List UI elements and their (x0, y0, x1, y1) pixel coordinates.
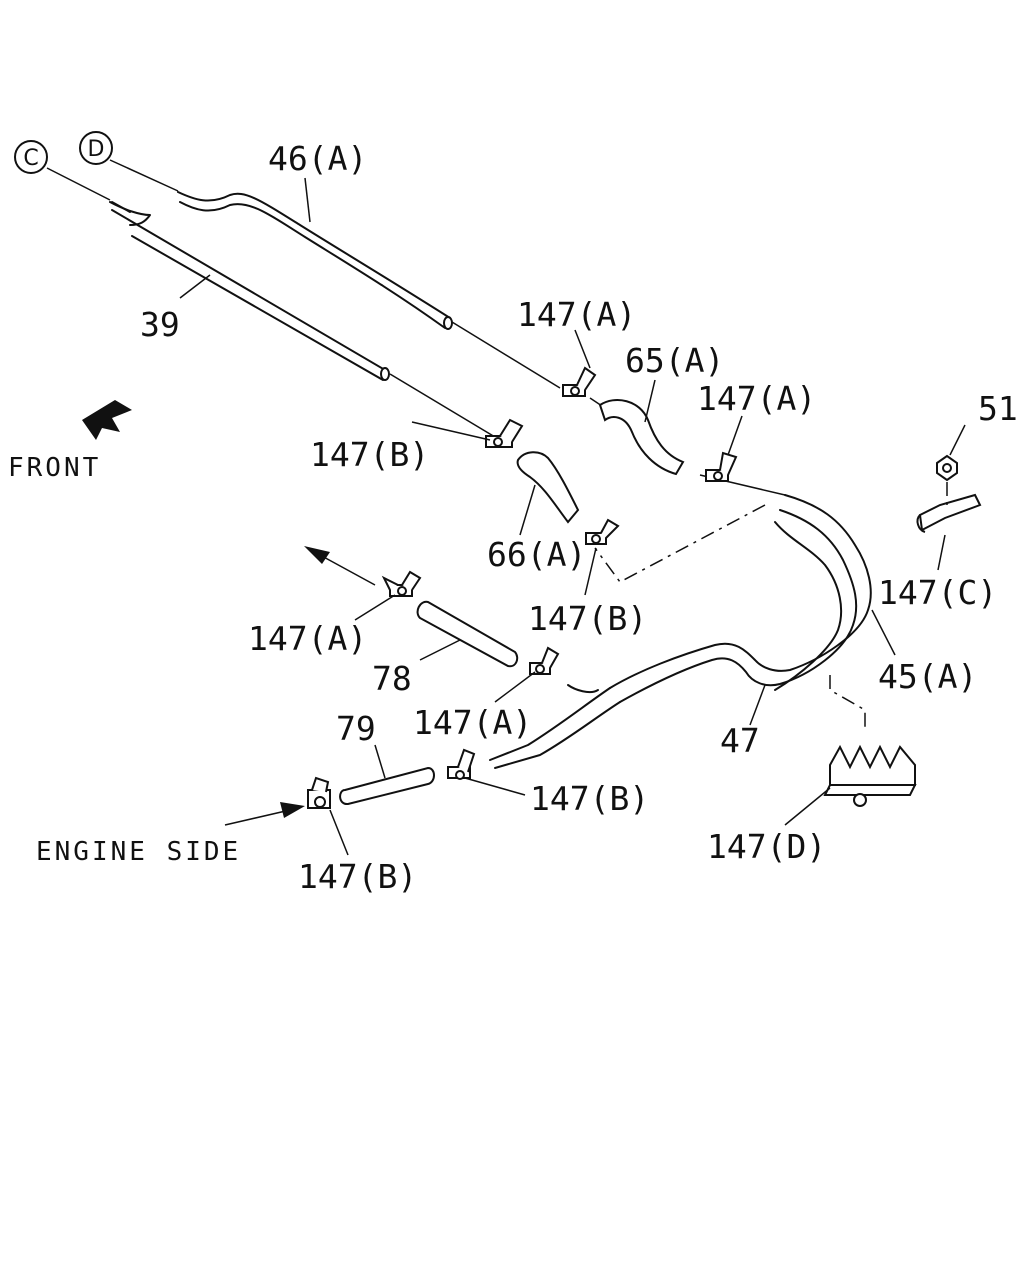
label-78: 78 (372, 659, 412, 698)
tube-79 (339, 766, 435, 805)
leader-47 (749, 684, 766, 726)
leader-45a (871, 609, 896, 656)
leader-79 (374, 744, 386, 779)
leader-66a (519, 484, 536, 536)
leader-147b-79-left (329, 809, 349, 856)
connector-d: D (79, 131, 113, 165)
line-39-to-clamp (389, 373, 501, 441)
label-66a: 66(A) (487, 535, 586, 574)
label-79: 79 (336, 709, 376, 748)
label-147c: 147(C) (878, 573, 997, 612)
clamp-147d (823, 744, 917, 807)
label-46a: 46(A) (268, 139, 367, 178)
clamp-147b-left (485, 418, 524, 448)
engine-side-arrow-icon (224, 802, 305, 826)
label-147b-79-left: 147(B) (298, 857, 417, 896)
label-65a: 65(A) (625, 341, 724, 380)
label-147a-upper: 147(A) (517, 295, 636, 334)
connector-c: C (14, 140, 48, 174)
label-147a-78-left: 147(A) (248, 619, 367, 658)
label-engine-side: ENGINE SIDE (36, 837, 241, 867)
nut-51 (936, 454, 958, 482)
label-45a: 45(A) (878, 657, 977, 696)
label-51: 51 (978, 389, 1018, 428)
leader-147a-78-left (354, 594, 396, 621)
leader-147a-upper (574, 329, 591, 369)
front-arrow-icon (82, 400, 132, 440)
leader-39 (179, 274, 211, 299)
dash-line-66a (594, 504, 766, 583)
leader-147d (784, 787, 831, 826)
leader-147a-78-right (494, 671, 536, 703)
connector-d-line (109, 159, 179, 192)
clamp-147b-79-right (447, 748, 476, 780)
leader-147a-right (727, 415, 743, 456)
clamp-147a-78-right (529, 646, 560, 675)
leader-51 (949, 424, 966, 456)
pipe-46a (177, 191, 453, 330)
leader-46a (304, 177, 311, 223)
leader-147c (937, 534, 946, 571)
label-147a-right: 147(A) (697, 379, 816, 418)
clamp-147b-mid (585, 518, 620, 545)
svg-text:D: D (88, 137, 105, 162)
label-147b-left: 147(B) (310, 435, 429, 474)
tube-78 (416, 600, 519, 668)
leader-147b-79-right (464, 777, 526, 796)
leader-78 (419, 639, 461, 661)
label-147d: 147(D) (707, 827, 826, 866)
leader-65a (644, 379, 656, 423)
label-47: 47 (720, 721, 760, 760)
label-front: FRONT (8, 453, 101, 483)
hose-66a (516, 451, 580, 524)
label-147a-78-right: 147(A) (413, 703, 532, 742)
line-46a-to-clamp (451, 321, 561, 389)
clamp-147a-right (705, 451, 738, 482)
label-147b-79-right: 147(B) (530, 779, 649, 818)
leader-147b-left (411, 421, 491, 441)
direction-arrow-icon (304, 546, 376, 586)
pipe-bundle-45a-47 (489, 494, 872, 769)
hose-65a (598, 399, 685, 476)
svg-text:C: C (23, 146, 38, 171)
dash-line-147d (829, 675, 866, 730)
connector-c-line (46, 167, 111, 201)
clamp-147b-79-left (307, 776, 331, 809)
label-39: 39 (140, 305, 180, 344)
clamp-147c (916, 493, 982, 533)
label-147b-mid: 147(B) (528, 599, 647, 638)
leader-147b-mid (584, 547, 597, 596)
clamp-147a-78-left (381, 570, 422, 597)
pipe-39 (109, 201, 390, 381)
clamp-147a-upper (562, 366, 597, 397)
